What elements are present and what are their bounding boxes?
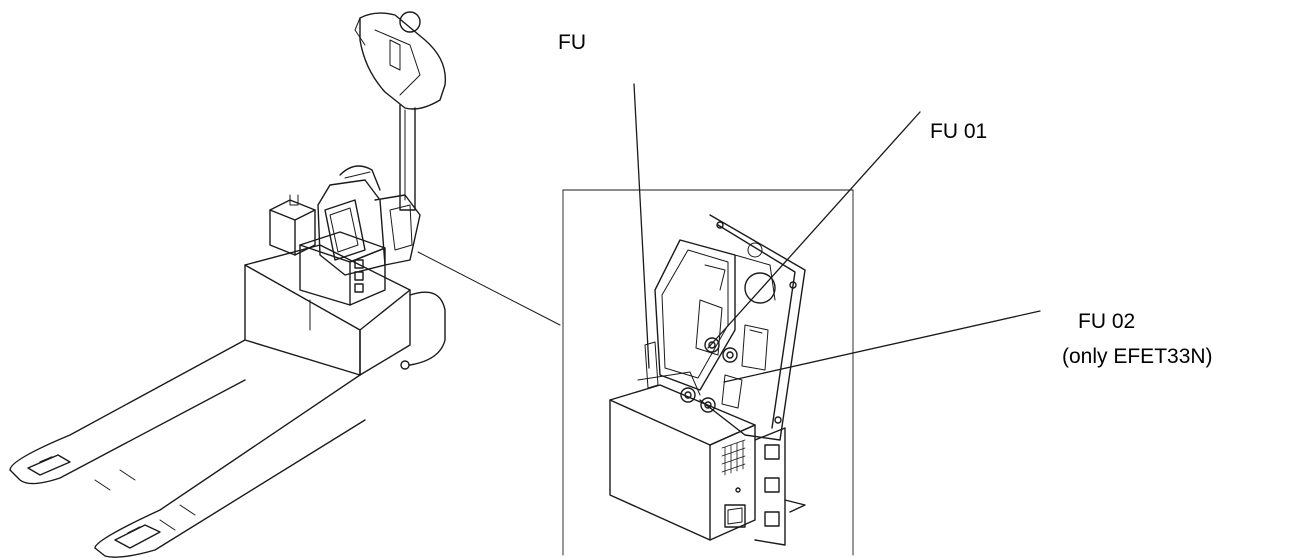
pallet-truck-drawing [9,11,561,558]
truck-body [244,244,446,376]
label-fu01: FU 01 [930,120,988,143]
label-fu: FU [558,31,586,54]
mast [317,165,421,276]
leader-line-fu02 [723,310,1041,383]
leader-line-fu [633,83,650,369]
controller-box [609,384,756,541]
control-panel [654,239,776,391]
leader-line-fu01 [707,111,921,349]
side-connectors [754,427,806,546]
label-fu02-note: (only EFET33N) [1062,345,1213,368]
fork-right [94,374,366,558]
tiller-arm [354,11,447,211]
mounting-plate [699,214,806,441]
battery-box [269,194,316,256]
fork-left [9,339,246,485]
detail-view [562,83,1041,556]
label-fu02: FU 02 [1078,310,1136,333]
